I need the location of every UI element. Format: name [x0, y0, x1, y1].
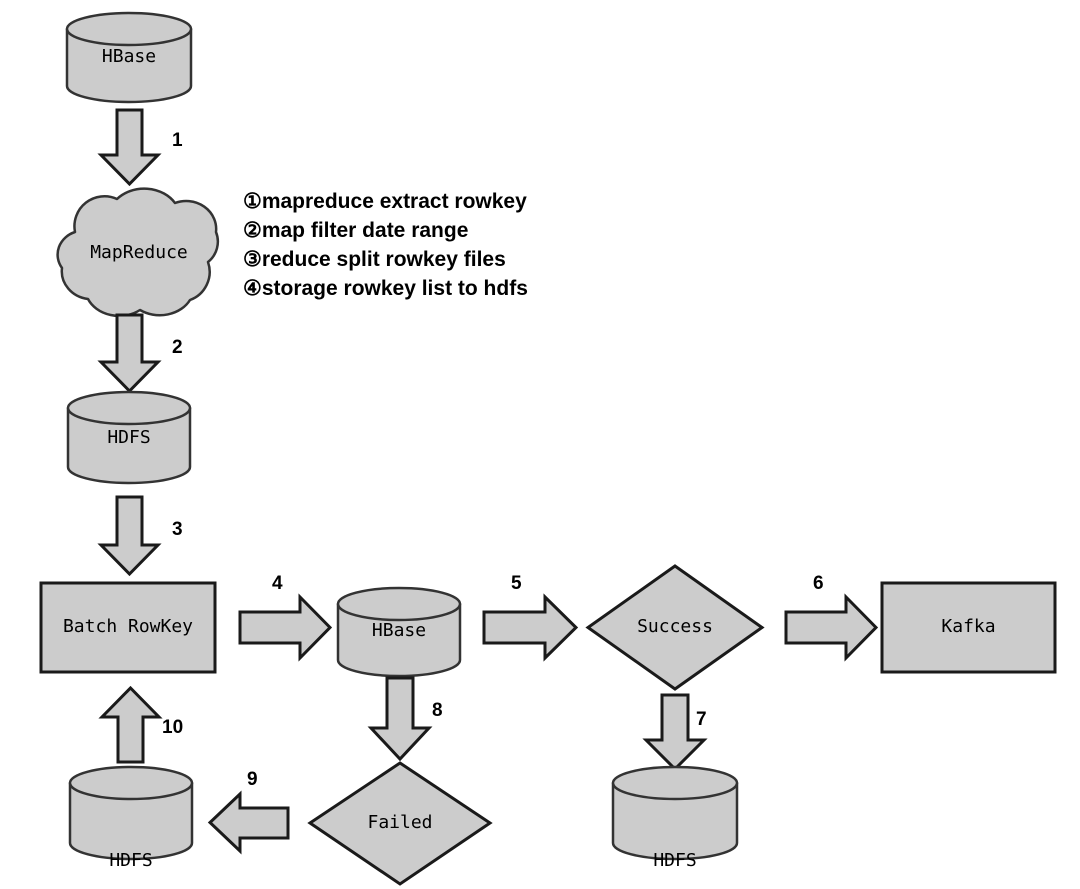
arrow-2-mapreduce-to-hdfs: [97, 313, 162, 394]
edge-label-9: 9: [247, 769, 258, 790]
arrow-6-success-to-kafka: [784, 593, 879, 662]
node-failed[interactable]: [307, 761, 493, 886]
note-item-1: ①mapreduce extract rowkey: [243, 190, 527, 213]
node-kafka[interactable]: [880, 581, 1057, 674]
edge-label-7: 7: [696, 709, 707, 730]
note-item-3: ③reduce split rowkey files: [243, 248, 506, 271]
arrow-8-hbase-to-failed: [367, 676, 433, 762]
edge-label-2: 2: [172, 337, 183, 358]
arrow-5-hbase-to-success: [482, 593, 579, 662]
arrow-1-hbase-to-mapreduce: [97, 108, 162, 187]
edge-label-1: 1: [172, 130, 183, 151]
note-item-4: ④storage rowkey list to hdfs: [243, 277, 528, 300]
node-batch-rowkey[interactable]: [39, 581, 217, 674]
node-mapreduce[interactable]: [56, 187, 220, 318]
note-item-2: ②map filter date range: [243, 219, 469, 242]
edge-label-5: 5: [511, 573, 522, 594]
arrow-4-batch-to-hbase: [238, 593, 333, 662]
node-hdfs[interactable]: [66, 390, 192, 485]
edge-label-4: 4: [272, 573, 283, 594]
arrow-10-hdfs-rowkey-to-batch: [98, 685, 163, 764]
node-hdfs-rowkey-retry[interactable]: [68, 765, 194, 861]
mapreduce-notes-list: ①mapreduce extract rowkey ②map filter da…: [243, 187, 528, 303]
edge-label-6: 6: [813, 573, 824, 594]
arrow-9-failed-to-hdfs-rowkey: [207, 790, 290, 855]
node-hbase-source[interactable]: [65, 11, 193, 104]
edge-label-3: 3: [172, 519, 183, 540]
node-hbase-write[interactable]: [336, 586, 462, 678]
node-hdfs-rowkey-ok[interactable]: [611, 765, 739, 861]
edge-label-8: 8: [432, 700, 443, 721]
node-success[interactable]: [585, 564, 765, 691]
edge-label-10: 10: [162, 717, 184, 738]
arrow-7-success-to-hdfs-rowkey: [642, 693, 708, 772]
arrow-3-hdfs-to-batch-rowkey: [97, 495, 162, 577]
